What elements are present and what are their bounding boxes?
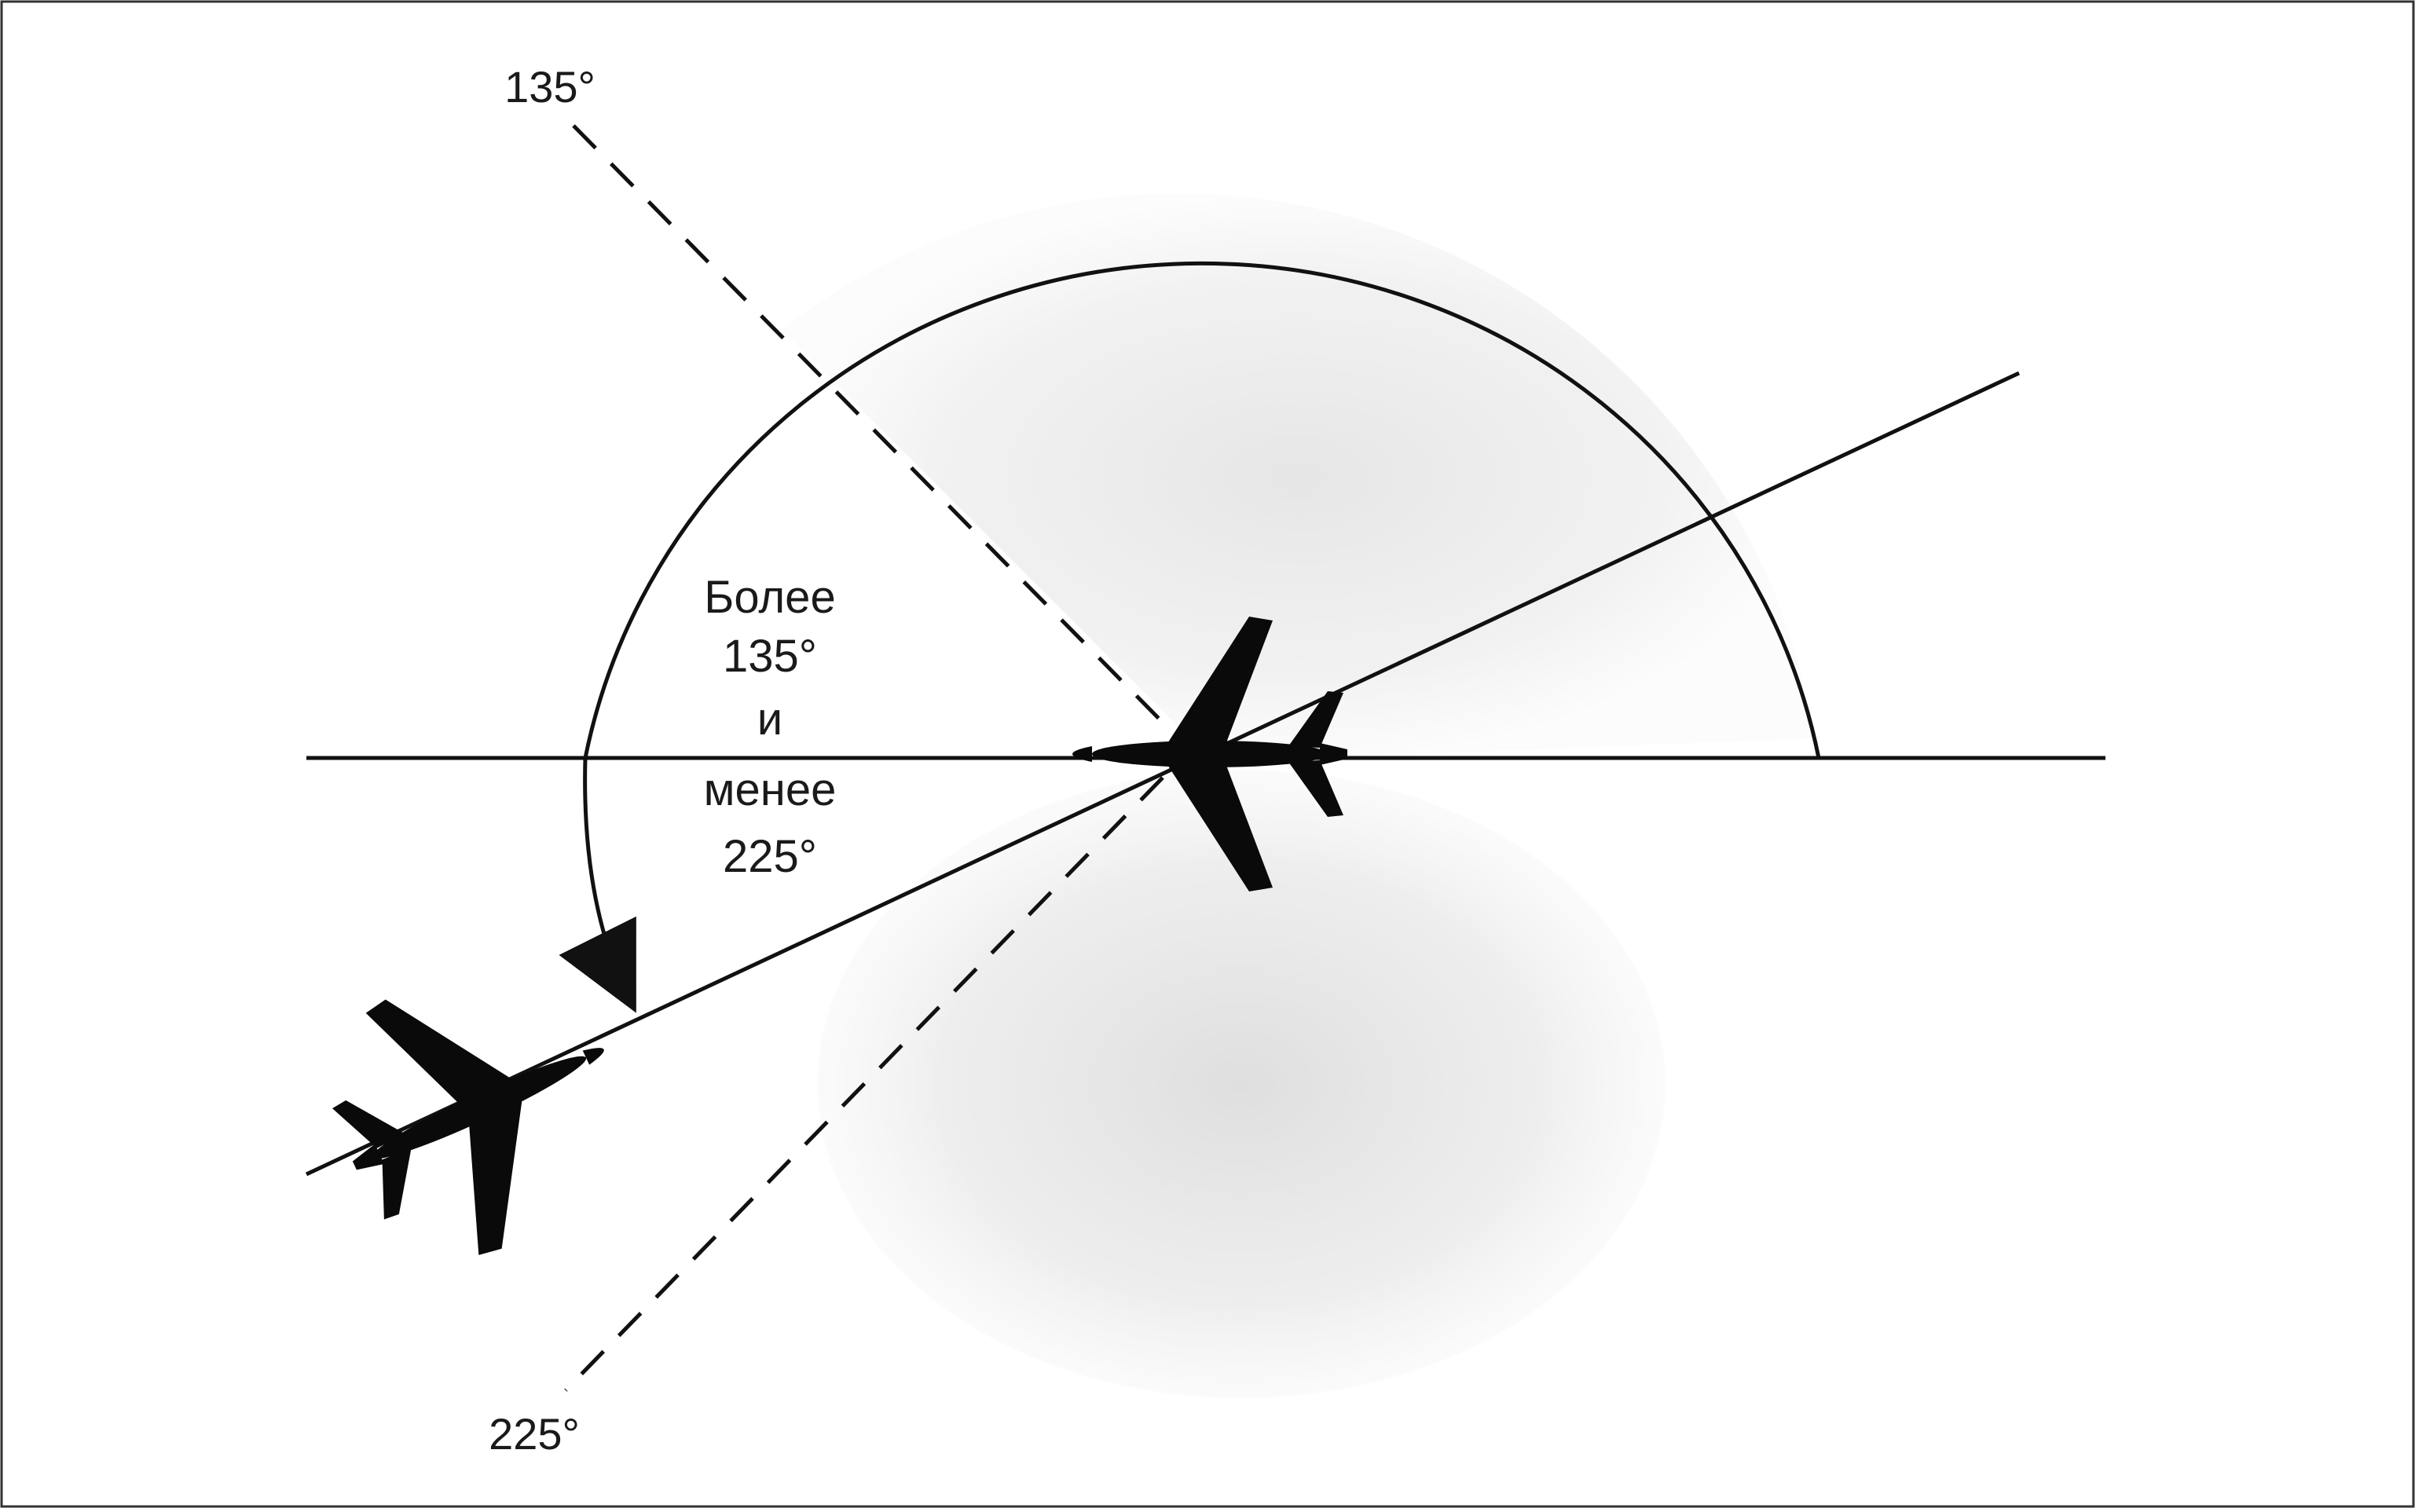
dashed-line-135	[572, 124, 1180, 740]
label-135-degrees: 135°	[504, 62, 596, 112]
label-225-degrees: 225°	[489, 1409, 580, 1459]
sector-annotation: Более 135° и менее 225°	[704, 572, 837, 882]
approach-line	[305, 371, 2021, 1177]
sector-arrow	[559, 757, 636, 1013]
annotation-line-4: менее	[704, 764, 837, 815]
dashed-line-225	[564, 776, 1164, 1392]
annotation-line-3: и	[757, 694, 782, 745]
annotation-line-1: Более	[704, 572, 835, 623]
semicircle-arc	[583, 261, 1821, 759]
overtaking-aircraft-icon	[296, 924, 662, 1291]
annotation-line-5: 225°	[723, 831, 817, 882]
shaded-sector	[782, 193, 1815, 1398]
annotation-line-2: 135°	[723, 631, 817, 682]
